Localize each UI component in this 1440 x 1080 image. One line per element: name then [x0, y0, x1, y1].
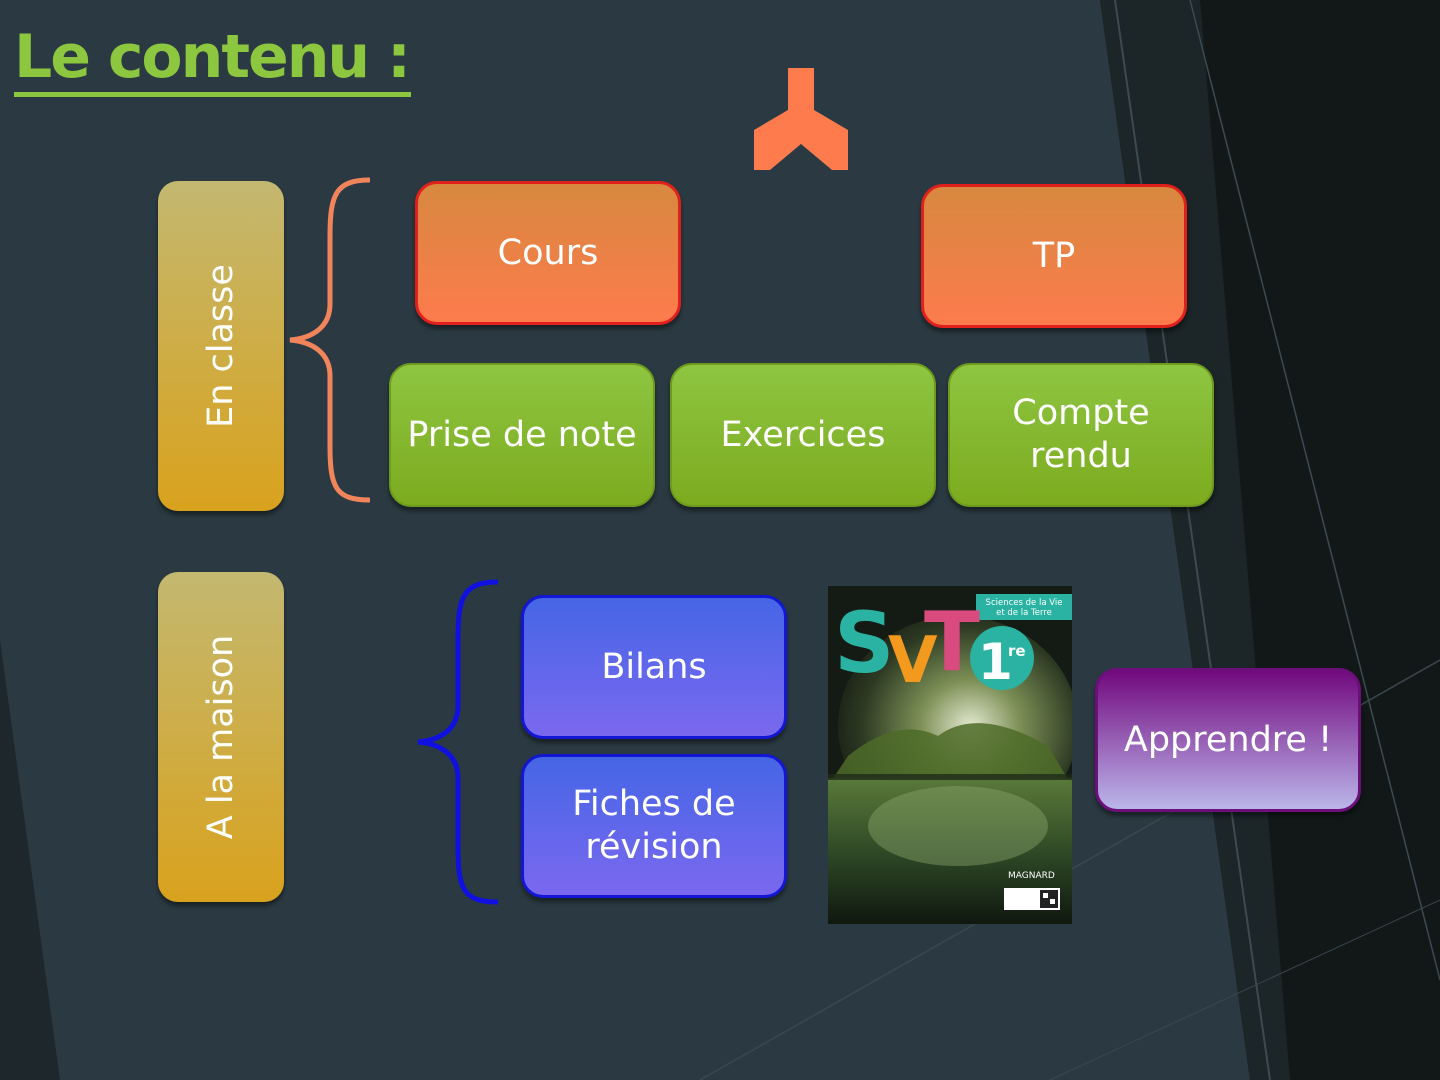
exercices-box: Exercices — [670, 363, 936, 507]
svg-text:re: re — [1008, 642, 1026, 660]
fiches-de-revision-box: Fiches de révision — [521, 754, 787, 898]
prise-de-note-box: Prise de note — [389, 363, 655, 507]
svg-text:et de la Terre: et de la Terre — [996, 608, 1052, 618]
bilans-box: Bilans — [521, 595, 787, 739]
svt-book-cover: Sciences de la Vie et de la Terre S V T … — [828, 586, 1072, 924]
svg-text:T: T — [924, 595, 980, 690]
cours-label: Cours — [497, 232, 599, 273]
in-class-label: En classe — [201, 264, 241, 428]
svg-text:Sciences de la Vie: Sciences de la Vie — [986, 598, 1063, 608]
compte-rendu-label: Compte rendu — [1012, 393, 1150, 476]
tp-box: TP — [921, 184, 1187, 328]
apprendre-box: Apprendre ! — [1095, 668, 1361, 812]
at-home-label: A la maison — [201, 634, 241, 840]
apprendre-label: Apprendre ! — [1123, 719, 1333, 760]
cours-box: Cours — [415, 181, 681, 325]
in-class-label-box: En classe — [158, 181, 284, 511]
tp-label: TP — [1032, 235, 1076, 276]
at-home-brace — [417, 579, 499, 905]
prise-de-note-label: Prise de note — [407, 414, 637, 455]
in-class-brace — [289, 177, 371, 503]
at-home-label-box: A la maison — [158, 572, 284, 902]
merge-arrow-icon — [754, 68, 848, 170]
svg-text:MAGNARD: MAGNARD — [1008, 871, 1055, 881]
exercices-label: Exercices — [720, 414, 886, 455]
svg-text:S: S — [834, 594, 895, 692]
bilans-label: Bilans — [601, 646, 707, 687]
page-title: Le contenu : — [14, 22, 411, 97]
fiches-de-revision-label: Fiches de révision — [572, 784, 736, 867]
svg-text:1: 1 — [978, 633, 1013, 691]
compte-rendu-box: Compte rendu — [948, 363, 1214, 507]
svg-text:V: V — [888, 624, 938, 698]
